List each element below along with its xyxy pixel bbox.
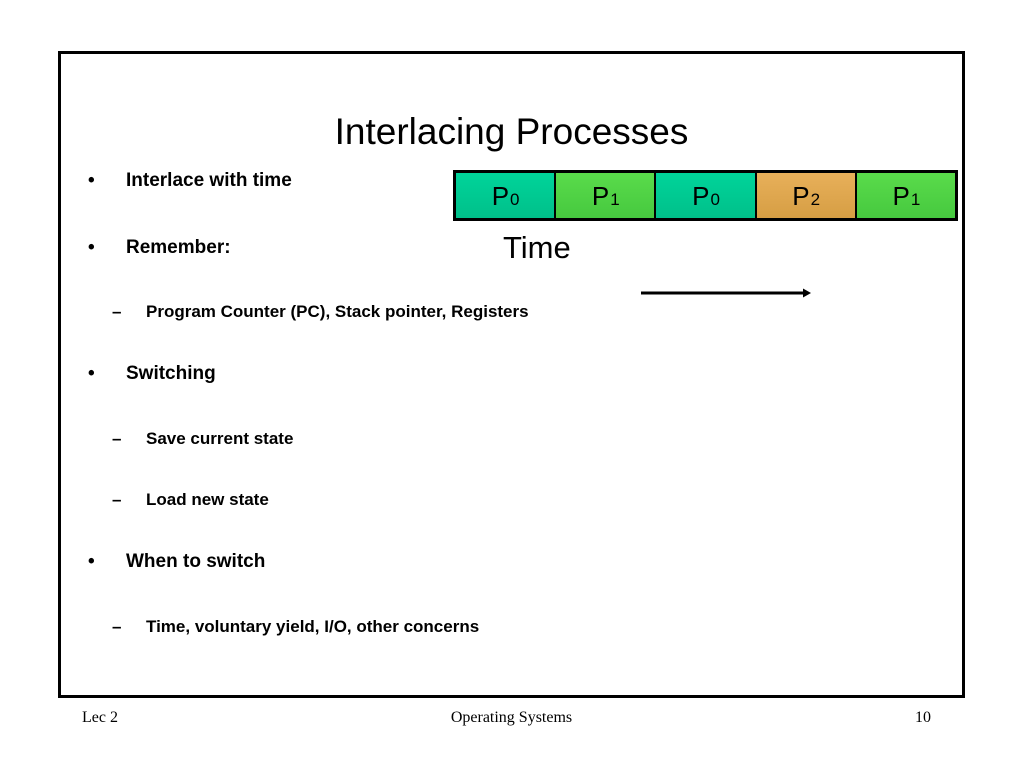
right-arrow-icon <box>641 286 811 298</box>
slide-frame: Interlacing Processes • Interlace with ti… <box>58 51 965 698</box>
bullet-dash-icon: – <box>112 617 122 636</box>
bullet-text: Switching <box>126 363 216 384</box>
bullet-text: Save current state <box>146 429 294 448</box>
footer-course: Operating Systems <box>450 709 573 726</box>
footer-lecture: Lec 2 <box>82 709 118 726</box>
bullet-item: – Save current state <box>112 429 293 449</box>
bullet-dot-icon: • <box>88 551 95 572</box>
bullet-item: • When to switch <box>88 551 265 573</box>
process-label: P <box>692 180 710 211</box>
bullet-dot-icon: • <box>88 237 95 258</box>
bullet-dot-icon: • <box>88 363 95 384</box>
bullet-text: Time, voluntary yield, I/O, other concer… <box>146 617 480 636</box>
bullet-text: When to switch <box>126 551 266 572</box>
bullet-item: – Time, voluntary yield, I/O, other conce… <box>112 617 479 637</box>
process-label: P <box>491 180 510 211</box>
process-index: 1 <box>910 190 921 209</box>
bullet-dash-icon: – <box>112 429 122 448</box>
bullet-text: Remember: <box>126 237 231 258</box>
bullet-dash-icon: – <box>112 490 122 509</box>
bullet-item: • Interlace with time <box>88 170 292 192</box>
process-label: P <box>892 180 910 211</box>
bullet-dash-icon: – <box>112 302 122 321</box>
bullet-item: – Load new state <box>112 490 269 510</box>
bullet-item: – Program Counter (PC), Stack pointer, Re… <box>112 302 529 322</box>
bullet-text: Program Counter (PC), Stack pointer, Reg… <box>146 302 529 321</box>
bullet-text: Load new state <box>146 490 269 509</box>
page-title: Interlacing Processes <box>334 110 689 152</box>
slide-footer: Lec 2 Operating Systems 10 <box>58 703 965 737</box>
process-label: P <box>792 180 810 211</box>
process-label: P <box>591 180 610 211</box>
process-index: 0 <box>510 190 520 209</box>
process-index: 1 <box>610 190 620 209</box>
process-index: 2 <box>810 190 821 209</box>
time-axis-label: Time <box>503 230 571 265</box>
footer-page-number: 10 <box>915 709 931 726</box>
process-index: 0 <box>710 190 720 209</box>
bullet-dot-icon: • <box>88 170 95 191</box>
bullet-item: • Remember: <box>88 237 231 259</box>
bullet-text: Interlace with time <box>126 170 292 191</box>
bullet-item: • Switching <box>88 363 216 385</box>
